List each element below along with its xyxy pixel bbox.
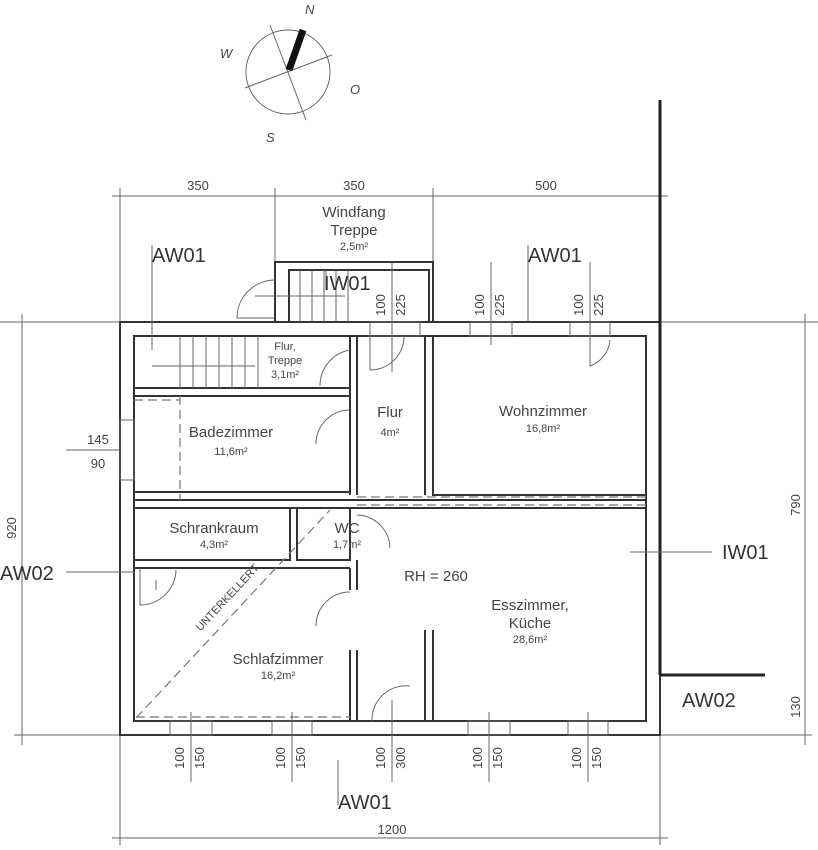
dim-left-window-2: 90 <box>91 456 105 471</box>
wall-label-aw01-left: AW01 <box>152 245 206 267</box>
room-windfang-area: 2,5m² <box>340 241 368 253</box>
unterkellert-label: UNTERKELLERT <box>194 562 262 634</box>
compass-s: S <box>266 130 275 145</box>
wall-label-aw02-left: AW02 <box>0 563 54 585</box>
wall-label-iw01-right: IW01 <box>722 542 769 564</box>
opening-bottom-4-a: 100 <box>470 747 485 769</box>
room-wc-name: WC <box>335 520 360 537</box>
walls <box>119 100 765 736</box>
room-flur-treppe-name1: Flur, <box>274 341 295 353</box>
room-schrankraum-area: 4,3m² <box>200 539 228 551</box>
room-badezimmer-area: 11,6m² <box>214 446 248 458</box>
room-flur-treppe-area: 3,1m² <box>271 369 299 381</box>
opening-bottom-1-b: 150 <box>192 747 207 769</box>
opening-bottom-2-b: 150 <box>293 747 308 769</box>
compass: N W O S <box>220 2 360 145</box>
opening-bottom-5-a: 100 <box>569 747 584 769</box>
dim-bottom-total: 1200 <box>378 822 407 837</box>
opening-top-2-b: 225 <box>492 294 507 316</box>
opening-markers <box>66 245 712 805</box>
opening-bottom-1-a: 100 <box>172 747 187 769</box>
dim-left-window-1: 145 <box>87 432 109 447</box>
room-esszimmer-name2: Küche <box>509 615 552 632</box>
room-schrankraum-name: Schrankraum <box>169 520 258 537</box>
room-windfang-name1: Windfang <box>322 204 385 221</box>
doors <box>139 279 611 722</box>
room-badezimmer-name: Badezimmer <box>189 424 273 441</box>
opening-bottom-3-b: 300 <box>393 747 408 769</box>
room-flur-area: 4m² <box>381 427 400 439</box>
opening-bottom-5-b: 150 <box>589 747 604 769</box>
room-wc-area: 1,7m² <box>333 539 361 551</box>
compass-n: N <box>305 2 315 17</box>
wall-label-iw01-top: IW01 <box>324 273 371 295</box>
dim-right-small: 130 <box>788 696 803 718</box>
opening-top-3-a: 100 <box>571 294 586 316</box>
compass-o: O <box>350 82 360 97</box>
room-schlafzimmer-area: 16,2m² <box>261 670 296 682</box>
room-wohnzimmer-area: 16,8m² <box>526 423 561 435</box>
opening-top-3-b: 225 <box>591 294 606 316</box>
opening-top-2-a: 100 <box>472 294 487 316</box>
room-esszimmer-name1: Esszimmer, <box>491 597 569 614</box>
room-esszimmer-area: 28,6m² <box>513 634 548 646</box>
unterkellert-outline <box>134 396 646 719</box>
room-flur-treppe-name2: Treppe <box>268 355 302 367</box>
dim-top-2: 350 <box>343 178 365 193</box>
room-flur-name: Flur <box>377 404 403 421</box>
opening-top-1-a: 100 <box>373 294 388 316</box>
stairs <box>152 270 349 388</box>
opening-bottom-3-a: 100 <box>373 747 388 769</box>
opening-bottom-2-a: 100 <box>273 747 288 769</box>
compass-needle <box>285 28 307 72</box>
opening-bottom-4-b: 150 <box>490 747 505 769</box>
wall-label-aw02-right: AW02 <box>682 690 736 712</box>
room-schlafzimmer-name: Schlafzimmer <box>233 651 324 668</box>
compass-w: W <box>220 46 234 61</box>
dim-left-total: 920 <box>4 517 19 539</box>
dim-right-main: 790 <box>788 494 803 516</box>
room-windfang-name2: Treppe <box>331 222 378 239</box>
dim-top-3: 500 <box>535 178 557 193</box>
wall-label-aw01-top: AW01 <box>528 245 582 267</box>
dim-top-1: 350 <box>187 178 209 193</box>
opening-top-1-b: 225 <box>393 294 408 316</box>
room-wohnzimmer-name: Wohnzimmer <box>499 403 587 420</box>
dimension-lines <box>0 188 818 845</box>
wall-label-aw01-bottom: AW01 <box>338 792 392 814</box>
room-height-label: RH = 260 <box>404 568 468 585</box>
